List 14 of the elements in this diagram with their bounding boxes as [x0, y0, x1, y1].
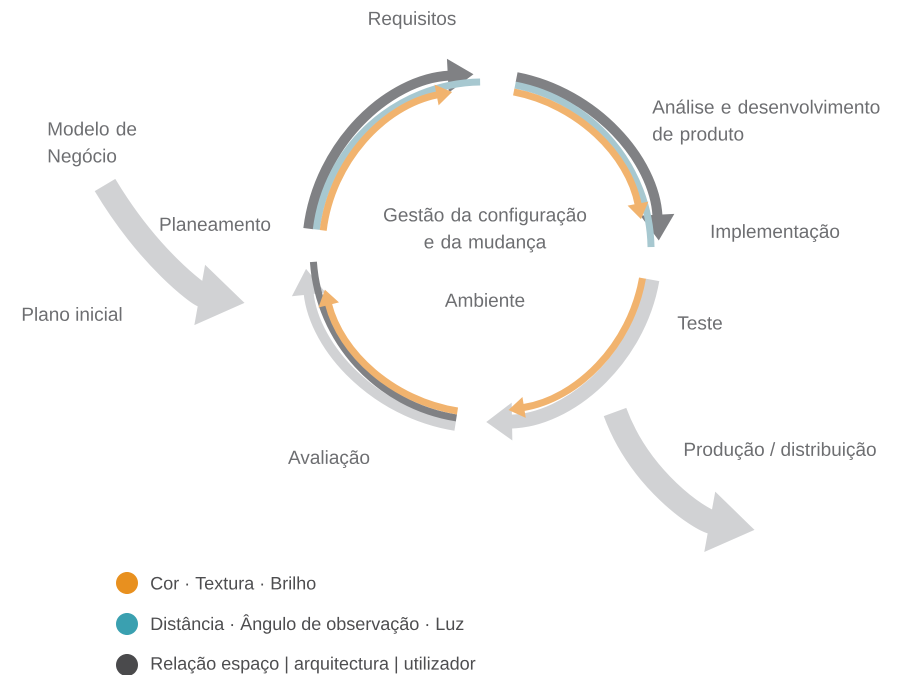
- legend-text: Distância · Ângulo de observação · Luz: [152, 614, 464, 634]
- text-label: Teste: [678, 316, 722, 330]
- text-label: Plano inicial: [22, 307, 122, 321]
- text-label: Ambiente: [444, 293, 524, 307]
- legend-text: Relação espaço | arquitectura | utilizador: [152, 656, 476, 674]
- text-label: Produção / distribuição: [684, 442, 876, 460]
- text-label: Análise e desenvolvimento de produto: [652, 100, 880, 144]
- text-label: Modelo de Negócio: [48, 122, 136, 166]
- legend-text: Cor · Textura · Brilho: [151, 576, 316, 590]
- text-label: Planeamento: [160, 217, 270, 231]
- text-label: Gestão da configuração e da mudança: [384, 208, 586, 252]
- text-label: Requisitos: [369, 11, 456, 29]
- text-label: Implementação: [712, 224, 840, 242]
- text-label: Avaliação: [288, 450, 370, 468]
